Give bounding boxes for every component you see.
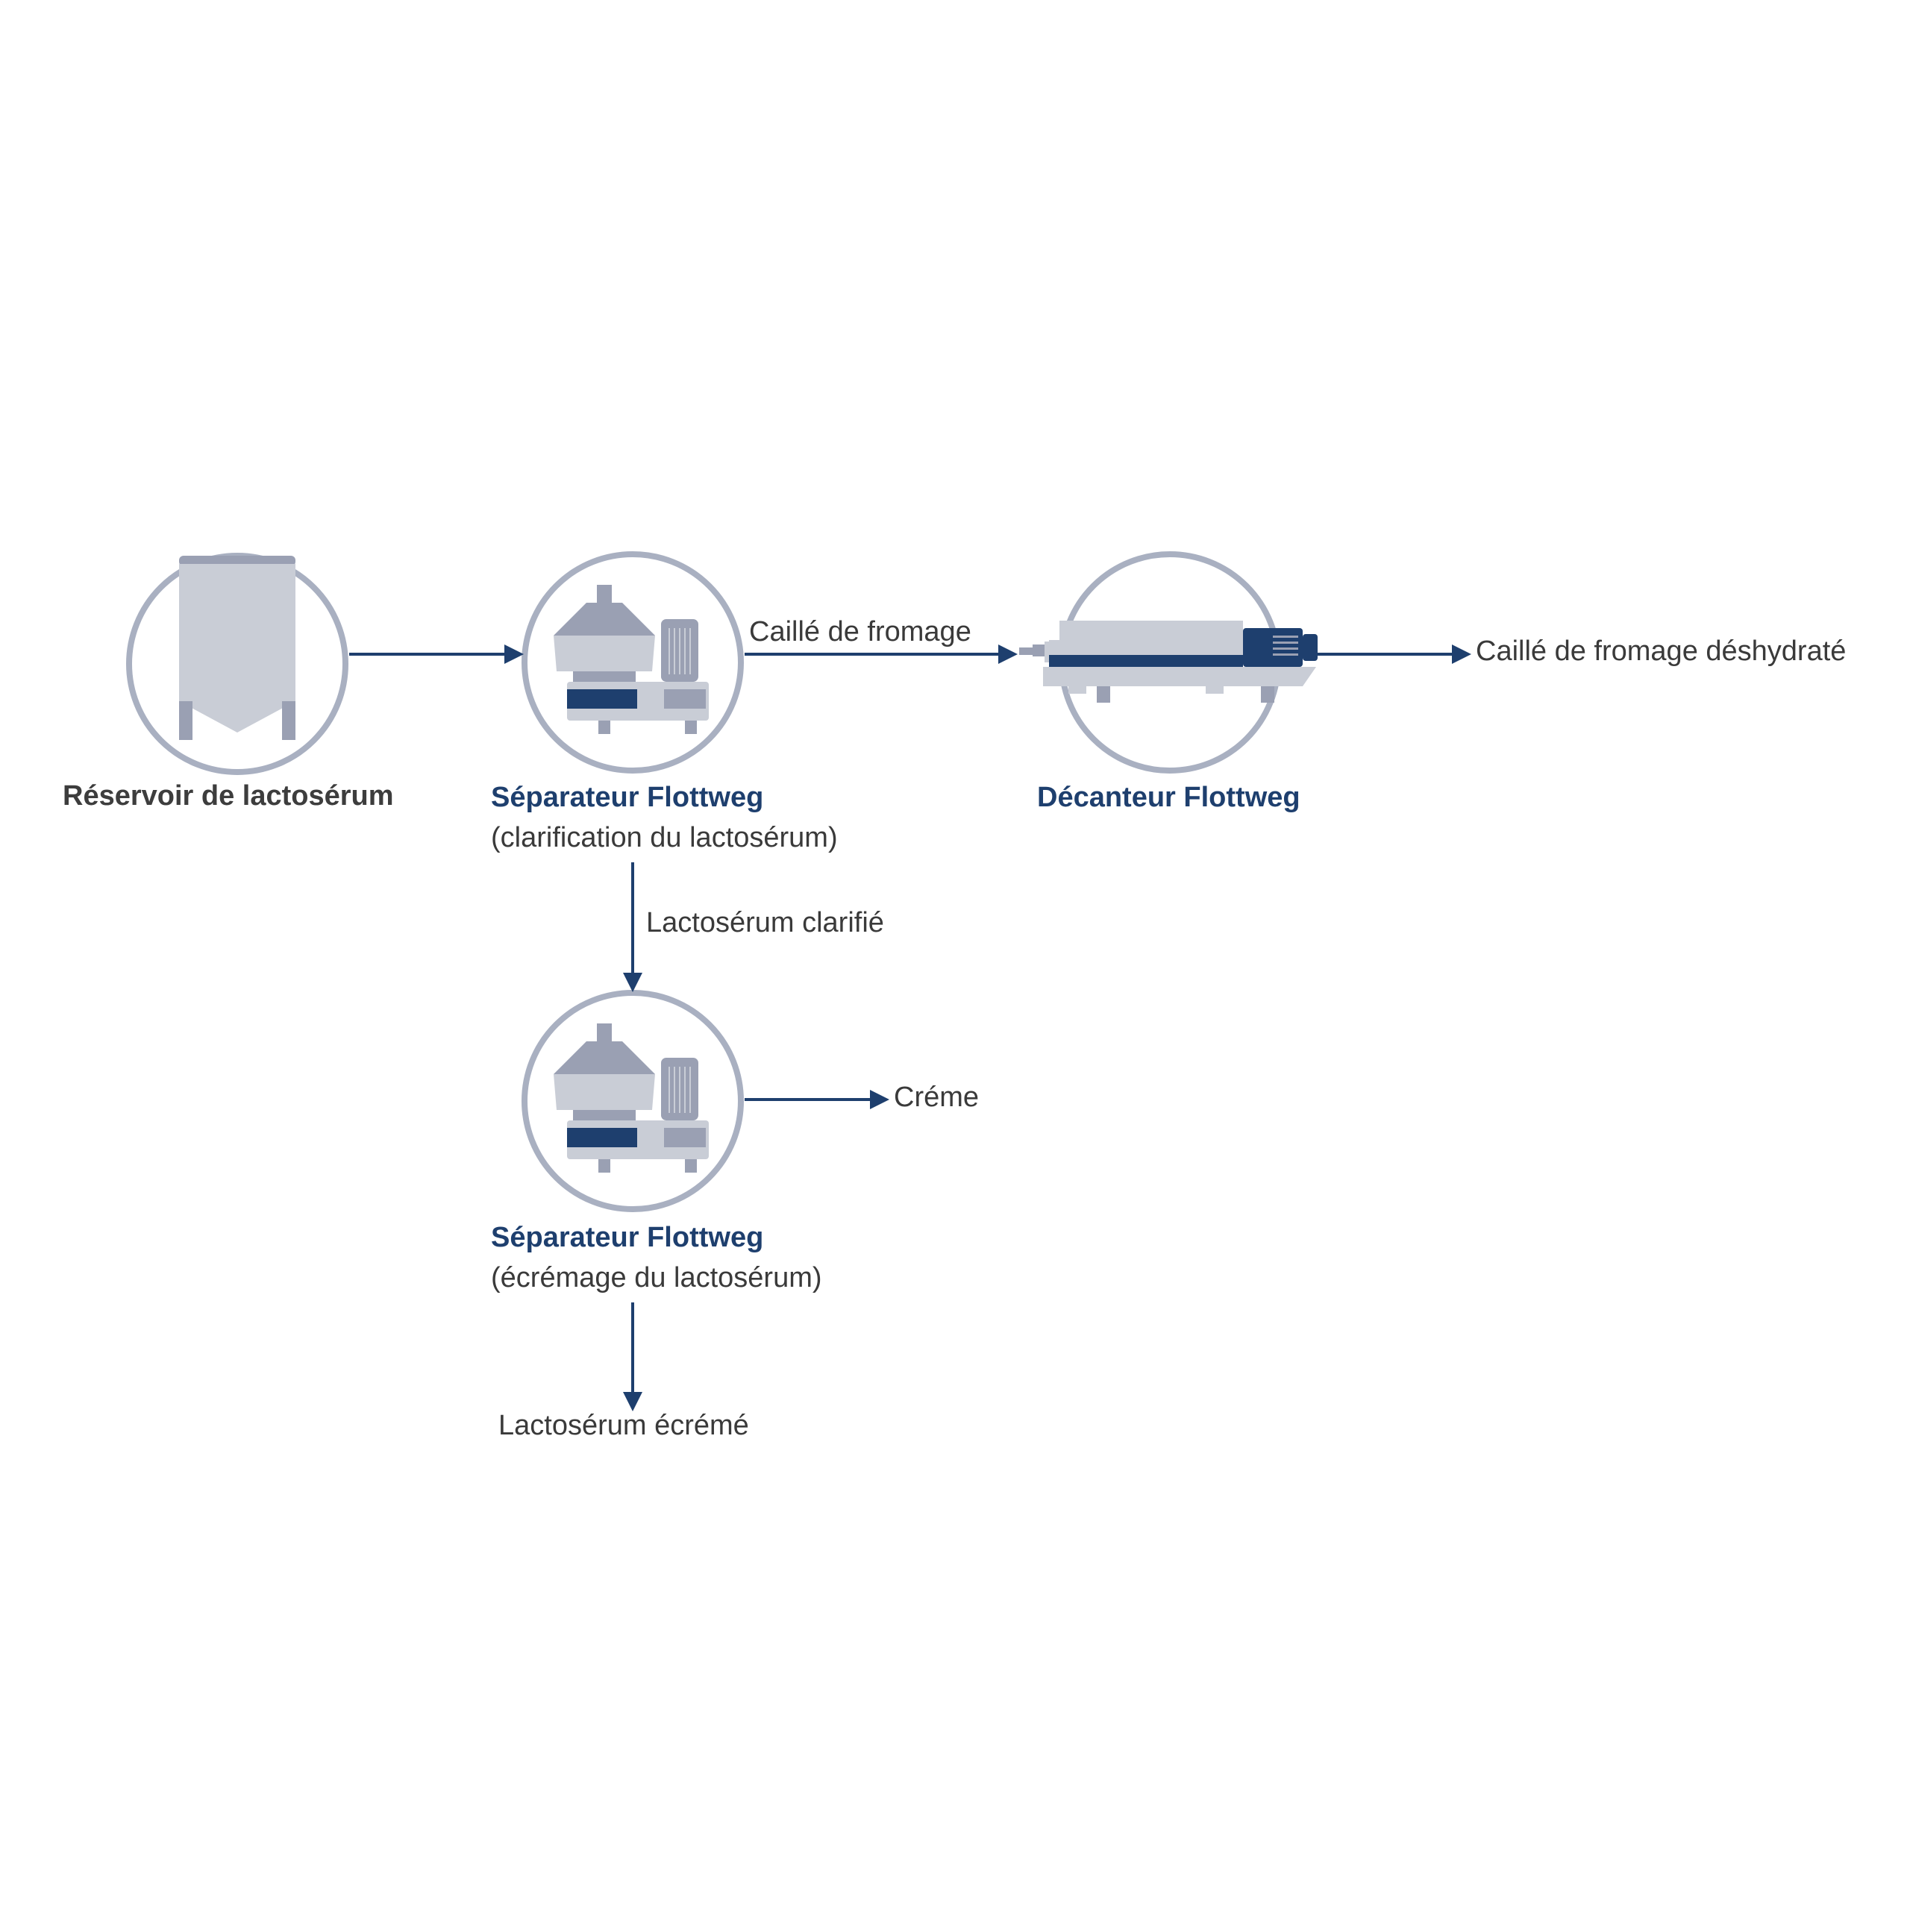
decanter-title: Décanteur Flottweg <box>1037 782 1300 813</box>
whey-tank-icon <box>179 556 295 740</box>
whey-tank-node <box>126 553 348 775</box>
separator-clarification-subtitle: (clarification du lactosérum) <box>491 822 838 853</box>
separator-skimming-title: Séparateur Flottweg <box>491 1222 764 1253</box>
separator-icon <box>554 585 709 734</box>
separator-clarification-title: Séparateur Flottweg <box>491 782 764 813</box>
flow-label-curd: Caillé de fromage <box>749 616 971 647</box>
tank-title: Réservoir de lactosérum <box>63 780 394 812</box>
flow-label-dewatered-curd: Caillé de fromage déshydraté <box>1476 636 1847 667</box>
flow-arrows <box>349 644 1471 1411</box>
flow-label-skimmed-whey: Lactosérum écrémé <box>498 1410 749 1441</box>
flow-label-cream: Créme <box>894 1082 980 1113</box>
separator-skimming-subtitle: (écrémage du lactosérum) <box>491 1262 822 1293</box>
decanter-icon <box>1019 621 1318 703</box>
flow-label-clarified-whey: Lactosérum clarifié <box>646 907 884 938</box>
separator-clarification-node <box>522 551 744 774</box>
decanter-node <box>1019 551 1318 774</box>
separator-skimming-node <box>522 990 744 1212</box>
separator-icon <box>554 1023 709 1173</box>
